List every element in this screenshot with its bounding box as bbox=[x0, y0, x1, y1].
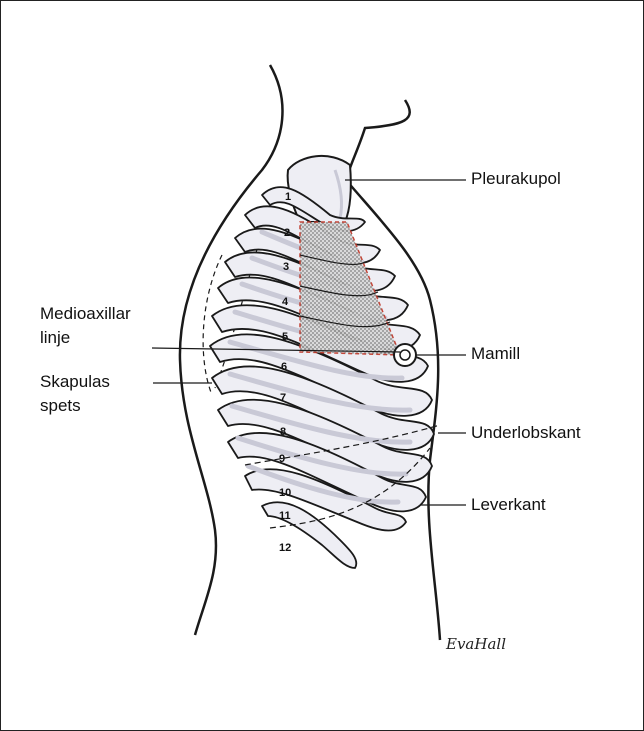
label-medioaxillar-line2: linje bbox=[40, 327, 70, 349]
rib-number-4: 4 bbox=[282, 296, 289, 308]
label-medioaxillar-line1: Medioaxillar bbox=[40, 303, 131, 325]
label-skapulas-line2: spets bbox=[40, 395, 81, 417]
label-skapulas-line1: Skapulas bbox=[40, 371, 110, 393]
rib-number-9: 9 bbox=[279, 453, 285, 465]
rib-number-5: 5 bbox=[282, 331, 288, 343]
label-leverkant: Leverkant bbox=[471, 494, 546, 516]
rib-number-6: 6 bbox=[281, 361, 287, 373]
nipple bbox=[394, 344, 416, 366]
label-mamill: Mamill bbox=[471, 343, 520, 365]
artist-signature: EvaHall bbox=[446, 635, 506, 653]
label-underlobskant: Underlobskant bbox=[471, 422, 581, 444]
rib-number-1: 1 bbox=[285, 191, 291, 203]
rib-number-7: 7 bbox=[280, 392, 286, 404]
rib-number-3: 3 bbox=[283, 261, 289, 273]
rib-number-8: 8 bbox=[280, 426, 286, 438]
rib-number-10: 10 bbox=[279, 487, 291, 499]
label-pleurakupol: Pleurakupol bbox=[471, 168, 561, 190]
rib-number-11: 11 bbox=[279, 510, 291, 522]
rib-number-12: 12 bbox=[279, 542, 291, 554]
rib-number-2: 2 bbox=[284, 227, 290, 239]
